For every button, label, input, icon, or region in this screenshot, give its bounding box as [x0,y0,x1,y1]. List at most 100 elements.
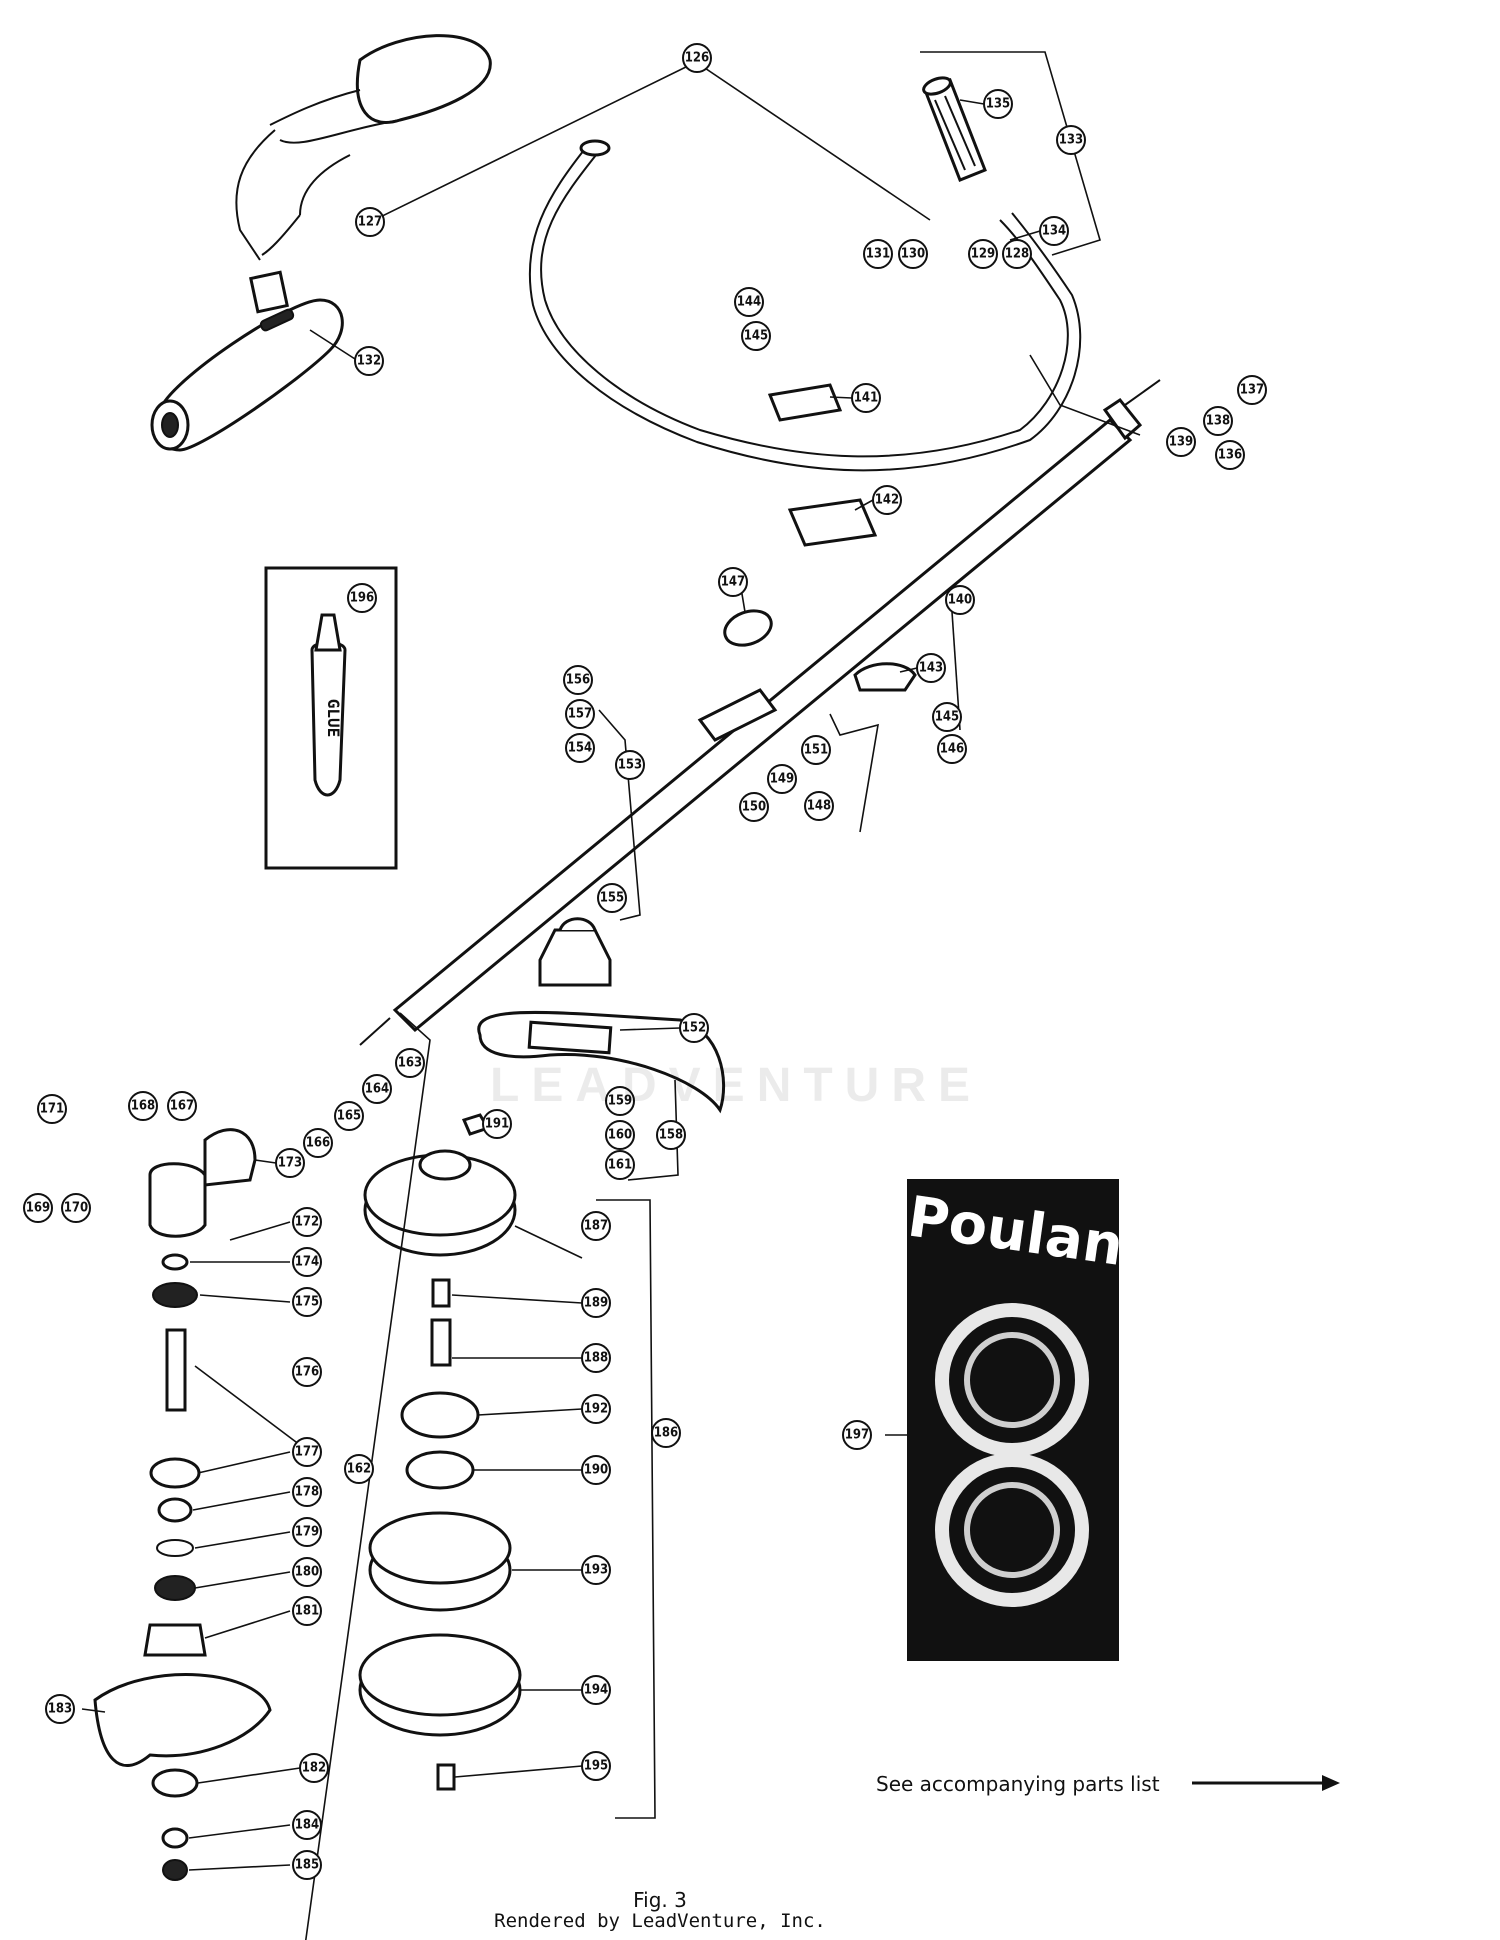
callout-label: 167 [170,1099,194,1114]
callout-185: 185 [292,1850,322,1880]
callout-label: 160 [608,1128,632,1143]
bracket-and-shield [477,917,726,1114]
shoulder-strap [235,34,492,314]
callout-label: 126 [685,51,709,66]
callout-label: 158 [659,1128,683,1143]
callout-label: 162 [347,1462,371,1477]
callout-label: 166 [306,1136,330,1151]
callout-128: 128 [1002,239,1032,269]
callout-144: 144 [734,287,764,317]
callout-175: 175 [292,1287,322,1317]
throttle-grip [922,76,987,182]
callout-170: 170 [61,1193,91,1223]
callout-168: 168 [128,1091,158,1121]
callout-label: 148 [807,799,831,814]
callout-label: 156 [566,673,590,688]
callout-146: 146 [937,734,967,764]
callout-178: 178 [292,1477,322,1507]
callout-150: 150 [739,792,769,822]
callout-157: 157 [565,699,595,729]
callout-162: 162 [344,1454,374,1484]
callout-label: 134 [1042,224,1066,239]
callout-label: 140 [948,593,972,608]
callout-label: 189 [584,1296,608,1311]
callout-label: 168 [131,1099,155,1114]
callout-label: 164 [365,1082,389,1097]
callout-195: 195 [581,1751,611,1781]
group-brackets [304,51,1141,1940]
callout-label: 165 [337,1109,361,1124]
trimmer-head-assembly [358,1113,522,1791]
callout-152: 152 [679,1013,709,1043]
glue-label: GLUE [324,699,343,738]
callout-139: 139 [1166,427,1196,457]
callout-label: 137 [1240,383,1264,398]
parts-list-note: See accompanying parts list [876,1772,1160,1796]
callout-172: 172 [292,1207,322,1237]
callout-192: 192 [581,1394,611,1424]
callout-184: 184 [292,1810,322,1840]
callout-label: 145 [744,329,768,344]
source-caption: Rendered by LeadVenture, Inc. [494,1910,826,1932]
callout-133: 133 [1056,125,1086,155]
callout-174: 174 [292,1247,322,1277]
callout-163: 163 [395,1048,425,1078]
callout-label: 179 [295,1525,319,1540]
callout-label: 188 [584,1351,608,1366]
trimmer-line-package: Poulan [904,1179,1127,1661]
callout-label: 193 [584,1563,608,1578]
gear-head-assembly [93,1128,272,1881]
callout-label: 154 [568,741,592,756]
callout-label: 192 [584,1402,608,1417]
callout-160: 160 [605,1120,635,1150]
callout-label: 132 [357,354,381,369]
callout-182: 182 [299,1753,329,1783]
callout-130: 130 [898,239,928,269]
callout-141: 141 [851,383,881,413]
callout-179: 179 [292,1517,322,1547]
callout-label: 149 [770,772,794,787]
callout-197: 197 [842,1420,872,1450]
callout-label: 174 [295,1255,319,1270]
callout-189: 189 [581,1288,611,1318]
callout-label: 145 [935,710,959,725]
callout-label: 195 [584,1759,608,1774]
callout-label: 175 [295,1295,319,1310]
callout-label: 170 [64,1201,88,1216]
handlebar [528,139,1082,472]
callout-label: 163 [398,1056,422,1071]
callout-label: 183 [48,1702,72,1717]
callout-label: 194 [584,1683,608,1698]
callout-label: 155 [600,891,624,906]
callouts: 126 127 128 129 130 131 132 133 134 135 … [23,43,1267,1880]
callout-label: 147 [721,575,745,590]
callout-140: 140 [945,585,975,615]
callout-164: 164 [362,1074,392,1104]
callout-183: 183 [45,1694,75,1724]
callout-label: 176 [295,1365,319,1380]
callout-label: 157 [568,707,592,722]
handle-clamps [723,383,917,692]
callout-label: 196 [350,591,374,606]
callout-label: 131 [866,247,890,262]
callout-label: 161 [608,1158,632,1173]
callout-label: 197 [845,1428,869,1443]
callout-156: 156 [563,665,593,695]
callout-190: 190 [581,1455,611,1485]
callout-label: 184 [295,1818,319,1833]
callout-127: 127 [355,207,385,237]
callout-193: 193 [581,1555,611,1585]
callout-label: 129 [971,247,995,262]
callout-label: 186 [654,1426,678,1441]
callout-145b: 145 [932,702,962,732]
callout-137: 137 [1237,375,1267,405]
callout-label: 178 [295,1485,319,1500]
callout-label: 191 [485,1117,509,1132]
callout-label: 146 [940,742,964,757]
callout-131: 131 [863,239,893,269]
callout-135: 135 [983,89,1013,119]
callout-191: 191 [482,1109,512,1139]
callout-label: 159 [608,1094,632,1109]
callout-label: 181 [295,1604,319,1619]
